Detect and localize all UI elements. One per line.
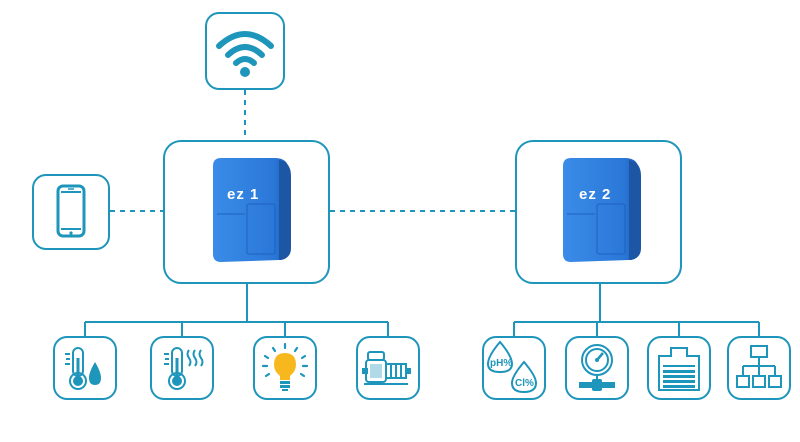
network-hierarchy-icon [736, 345, 782, 388]
ez-controller-unit-icon [213, 158, 291, 262]
pool-pump-icon [362, 351, 411, 385]
peripheral-box-ph-chlorine: pH% Cl% [482, 336, 546, 400]
ph-chlorine-sensor-icon: pH% Cl% [486, 340, 538, 394]
wifi-icon [216, 31, 274, 77]
chlorine-label: Cl% [515, 378, 534, 389]
peripheral-box-humidity-temp [53, 336, 117, 400]
phone-box [32, 174, 110, 250]
ph-label: pH% [490, 358, 512, 369]
thermometer-humidity-icon [65, 347, 101, 390]
peripheral-box-gauge [565, 336, 629, 400]
smartphone-icon [56, 184, 86, 238]
peripheral-box-light [253, 336, 317, 400]
controller-box-1: ez 1 [163, 140, 330, 284]
thermometer-heat-icon [164, 347, 204, 390]
peripheral-box-cover [647, 336, 711, 400]
controller-2-label: ez 2 [579, 186, 612, 203]
peripheral-box-pump [356, 336, 420, 400]
pressure-gauge-icon [579, 344, 615, 391]
ez-controller-unit-icon [563, 158, 641, 262]
light-bulb-icon [261, 342, 309, 391]
wifi-box [205, 12, 285, 90]
peripheral-box-network [727, 336, 791, 400]
controller-1-label: ez 1 [227, 186, 260, 203]
controller-box-2: ez 2 [515, 140, 682, 284]
peripheral-box-heat-temp [150, 336, 214, 400]
pool-cover-icon [658, 347, 700, 391]
